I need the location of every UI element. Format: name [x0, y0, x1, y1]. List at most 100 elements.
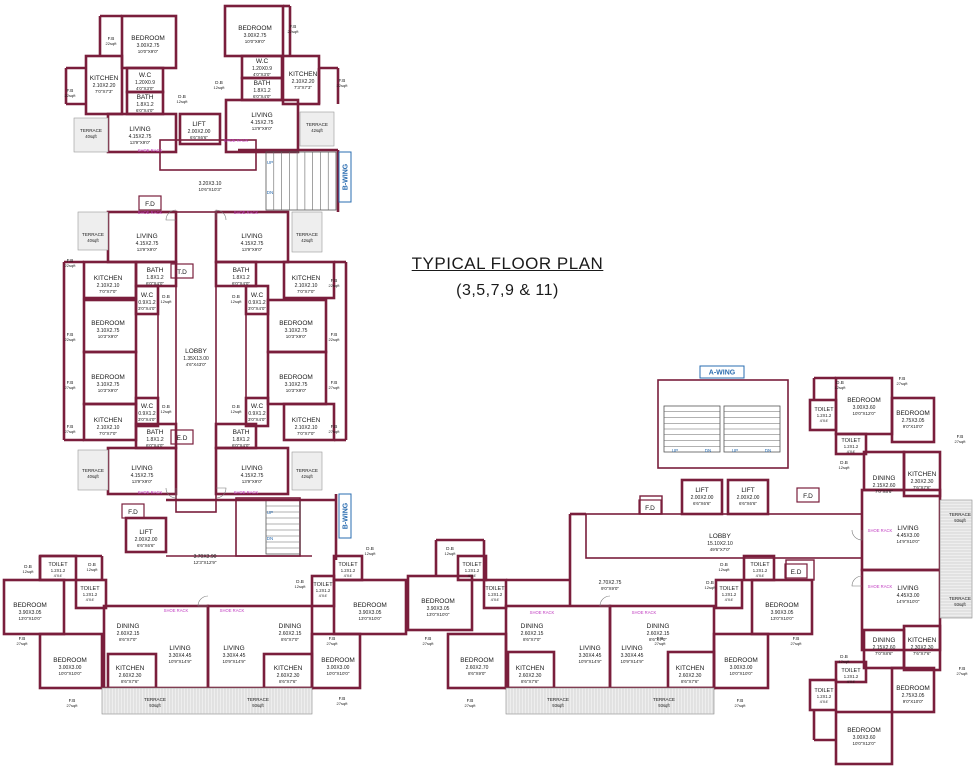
terrace-label: TERRACE	[247, 697, 269, 702]
title-block: TYPICAL FLOOR PLAN (3,5,7,9 & 11)	[400, 254, 615, 300]
flower-bed-area: 27sqft	[791, 641, 803, 646]
terrace-area: 93sqft	[954, 518, 966, 523]
bedroom-dims: 3.90X3.05	[359, 610, 382, 616]
toilet-label: TOILET	[841, 438, 861, 444]
living-dims: 3.30X4.45	[223, 653, 246, 659]
stair-frame	[265, 499, 301, 555]
bedroom-outline	[406, 574, 474, 632]
toilet-dims-ft: 4'X4'	[54, 573, 63, 578]
terrace-area: 42sqft	[301, 474, 313, 479]
bedroom-dims: 3.10X2.75	[97, 382, 120, 388]
stair-core-outline	[235, 497, 301, 557]
toilet-outline	[808, 678, 838, 712]
living-dims-ft: 14'9"X10'0"	[897, 539, 920, 544]
living-dims: 4.15X2.75	[241, 473, 264, 479]
w.c-dims-ft: 3'0"X4'0"	[248, 417, 266, 422]
flower-bed-area: 22sqft	[337, 83, 349, 88]
toilet-label: TOILET	[338, 562, 358, 568]
terrace-area: 93sqft	[149, 703, 161, 708]
bedroom-dims-ft: 10'0"X12'0"	[853, 411, 876, 416]
flower-bed-label: F.B	[108, 36, 115, 41]
bedroom-label: BEDROOM	[460, 657, 494, 664]
living-dims: 3.30X4.45	[169, 653, 192, 659]
bedroom-outline	[890, 396, 936, 444]
toilet-label: TOILET	[48, 562, 68, 568]
terrace-area: 93sqft	[552, 703, 564, 708]
bedroom-dims-ft: 10'3"X9'0"	[98, 388, 119, 393]
living-label: LIVING	[621, 645, 642, 652]
bedroom-label: BEDROOM	[421, 598, 455, 605]
toilet-label: TOILET	[814, 407, 834, 413]
flower-bed-label: F.B	[67, 424, 74, 429]
door-label-box	[796, 487, 820, 503]
toilet-outline	[38, 554, 78, 582]
living-label: LIVING	[131, 465, 152, 472]
duct-area: 12sqft	[445, 551, 457, 556]
bath-dims: 1.8X1.2	[232, 437, 249, 443]
b-wing-tag-top-box	[338, 151, 352, 203]
flower-bed-area: 22sqft	[329, 337, 341, 342]
living-label: LIVING	[129, 126, 150, 133]
terrace-area: 42sqft	[311, 128, 323, 133]
terrace-label: TERRACE	[82, 468, 104, 473]
duct-area: 12sqft	[177, 99, 189, 104]
room-dims: 3.70X3.90	[194, 554, 217, 560]
flower-bed-area: 22sqft	[329, 283, 341, 288]
bedroom-dims-ft: 10'0"X10'0"	[730, 671, 753, 676]
terrace-label: TERRACE	[949, 512, 971, 517]
duct-label: D.B	[232, 404, 240, 409]
terrace-box	[77, 449, 109, 491]
dining-label: DINING	[873, 637, 896, 644]
living-dims: 4.45X3.00	[897, 533, 920, 539]
bedroom-dims-ft: 13'0"X10'0"	[19, 616, 42, 621]
dining-dims-ft: 7'0"X8'6"	[875, 489, 893, 494]
living-dims-ft: 10'9"X14'9"	[579, 659, 602, 664]
duct-area: 12sqft	[214, 85, 226, 90]
kitchen-label: KITCHEN	[516, 665, 545, 672]
living-label: LIVING	[579, 645, 600, 652]
stair-direction-label: UP	[267, 510, 273, 515]
toilet-dims-ft: 4'X4'	[820, 418, 829, 423]
bath-label: BATH	[137, 94, 154, 101]
bedroom-outline	[750, 578, 814, 636]
bedroom-label: BEDROOM	[91, 320, 125, 327]
duct-label: D.B	[840, 460, 848, 465]
staircase-a-wing-right	[723, 405, 781, 453]
kitchen-dims-ft: 8'6"X7'6"	[521, 679, 539, 684]
w.c-label: W.C	[251, 292, 264, 299]
toilet-dims-ft: 4'X4'	[468, 573, 477, 578]
terrace-label: TERRACE	[306, 122, 328, 127]
a-wing-tag: A-WING	[699, 365, 745, 379]
toilet-dims-ft: 4'X4'	[820, 699, 829, 704]
flower-bed-label: F.B	[67, 380, 74, 385]
stair-direction-label: DN	[765, 448, 772, 453]
toilet-label: TOILET	[80, 586, 100, 592]
kitchen-dims-ft: 8'6"X7'6"	[279, 679, 297, 684]
terrace-railing-lower-left	[101, 687, 313, 715]
shoe-rack-note: SHOE RACK	[632, 610, 657, 615]
bedroom-dims: 3.10X2.75	[285, 328, 308, 334]
kitchen-dims-ft: 7'6"X7'6"	[913, 651, 931, 656]
flower-bed-label: F.B	[67, 258, 74, 263]
b-wing-tag-bottom: B-WING	[338, 493, 352, 539]
living-label: LIVING	[241, 233, 262, 240]
bedroom-label: BEDROOM	[896, 410, 930, 417]
room-dims: 2.70X2.75	[599, 580, 622, 586]
elec-duct-outline	[785, 559, 815, 581]
duct-area: 12sqft	[87, 567, 99, 572]
flower-bed-label: F.B	[957, 434, 964, 439]
living-dims: 4.15X2.75	[129, 134, 152, 140]
toilet-label: TOILET	[750, 562, 770, 568]
living-label: LIVING	[897, 525, 918, 532]
living-dims-ft: 13'9"X9'0"	[242, 247, 263, 252]
bedroom-dims-ft: 10'0"X12'0"	[853, 741, 876, 746]
bedroom-dims: 3.00X2.75	[137, 43, 160, 49]
terrace-label: TERRACE	[144, 697, 166, 702]
kitchen-dims: 2.10X2.20	[93, 83, 116, 89]
living-label: LIVING	[169, 645, 190, 652]
door-swing	[197, 595, 209, 607]
duct-label: D.B	[720, 562, 728, 567]
terrace-label: TERRACE	[80, 128, 102, 133]
duct-area: 12sqft	[231, 409, 243, 414]
bath-dims-ft: 6'0"X4'0"	[146, 281, 164, 286]
